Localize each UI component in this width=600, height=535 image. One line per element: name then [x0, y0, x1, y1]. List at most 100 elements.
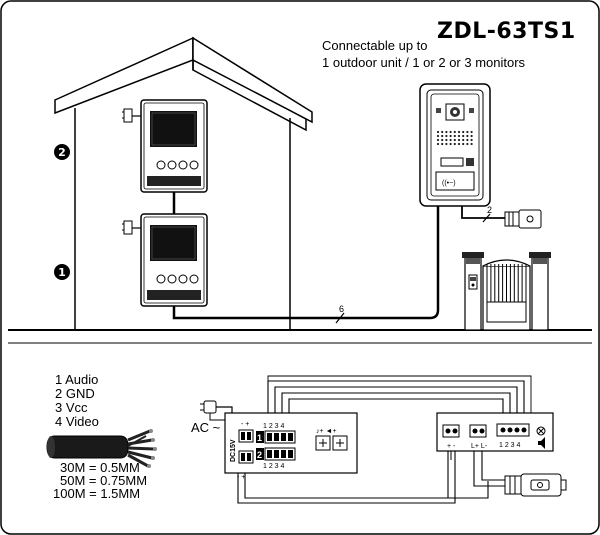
- grille-hole: [436, 142, 440, 146]
- grille-hole: [436, 134, 440, 138]
- grille-hole: [470, 142, 473, 146]
- grille-hole: [466, 130, 469, 134]
- grille-hole: [470, 130, 473, 134]
- length-row-30m: 30M = 0.5MM: [60, 460, 140, 475]
- monitor-marker-2-label: 2: [58, 146, 66, 159]
- monitor-marker-1-label: 1: [58, 266, 66, 279]
- cable-illustration: [46, 429, 157, 468]
- rfid-reader: [435, 171, 475, 191]
- grille-hole: [441, 134, 444, 138]
- terminal-block-1: [264, 430, 296, 444]
- grille-hole: [457, 130, 461, 134]
- speaker-icon: [538, 437, 545, 449]
- electric-lock-icon: [504, 209, 542, 229]
- bottom-pm-label: - +: [237, 474, 245, 481]
- grille-hole: [441, 142, 444, 146]
- grille-hole: [449, 138, 452, 142]
- house-illustration: [54, 36, 313, 330]
- terminal-block-2: [264, 447, 296, 461]
- outdoor-unit: ((•−): [419, 83, 491, 207]
- port-1-nums: 1 2 3 4: [263, 423, 285, 430]
- outdoor-pm-label: + -: [447, 443, 456, 450]
- legend-item-vcc: 3 Vcc: [55, 400, 88, 415]
- lock-wire-b: [481, 451, 505, 481]
- lock-cable-top: [461, 206, 505, 219]
- grille-hole: [445, 134, 448, 138]
- grille-hole: [453, 134, 456, 138]
- grille-hole: [445, 142, 448, 146]
- caption-line-2: 1 outdoor unit / 1 or 2 or 3 monitors: [322, 55, 526, 70]
- grille-hole: [436, 138, 440, 142]
- cable-slash: [335, 312, 345, 324]
- bus-wires: [267, 375, 532, 424]
- grille-hole: [457, 142, 461, 146]
- wire-legend: 1 Audio 2 GND 3 Vcc 4 Video: [55, 372, 99, 429]
- rfid-icon: ((•−): [442, 180, 456, 187]
- port-1-id: 1: [257, 433, 262, 443]
- grille-hole: [462, 142, 465, 146]
- grille-hole: [445, 130, 448, 134]
- cable-count-2: 2: [487, 205, 492, 215]
- lock-wire-a: [473, 451, 505, 487]
- length-row-100m: 100M = 1.5MM: [53, 486, 140, 501]
- grille-hole: [470, 138, 473, 142]
- legend-item-video: 4 Video: [55, 414, 99, 429]
- monitor-screen: [150, 111, 197, 147]
- grille-hole: [466, 138, 469, 142]
- outdoor-bus-terminal: [496, 423, 530, 437]
- length-row-50m: 50M = 0.75MM: [60, 473, 147, 488]
- monitor-speaker-grille: [147, 290, 201, 300]
- grille-hole: [449, 134, 452, 138]
- grille-hole: [445, 138, 448, 142]
- caption-line-1: Connectable up to: [322, 38, 428, 53]
- monitor-speaker-grille: [147, 176, 201, 186]
- power-plug-icon: [122, 220, 141, 235]
- grille-hole: [457, 138, 461, 142]
- outdoor-terminal-nums: 1 2 3 4: [499, 442, 521, 449]
- power-wire-outer: [237, 451, 456, 504]
- grille-hole: [441, 130, 444, 134]
- door-release-icon: ♪+ ◄+: [316, 428, 337, 435]
- name-plate: [440, 157, 464, 167]
- dc-pm-label: - +: [241, 421, 249, 428]
- outdoor-terminal-box: 1 2 3 4: [436, 412, 554, 452]
- legend-item-audio: 1 Audio: [55, 372, 98, 387]
- grille-hole: [462, 138, 465, 142]
- grille-hole: [453, 142, 456, 146]
- call-button: [466, 158, 474, 166]
- port-2-nums: 1 2 3 4: [263, 463, 285, 470]
- grille-hole: [462, 130, 465, 134]
- main-cable: [172, 205, 440, 320]
- monitor-screen: [150, 225, 197, 261]
- cable-count-6: 6: [339, 304, 344, 314]
- outdoor-lpm-label: L+ L-: [471, 443, 488, 450]
- indoor-monitor-upper: [140, 99, 208, 193]
- port-2-id: 2: [257, 450, 262, 460]
- electric-lock-icon-bottom: [504, 473, 567, 497]
- outdoor-speaker-grille: [436, 130, 473, 146]
- grille-hole: [453, 138, 456, 142]
- gate-illustration: [462, 252, 551, 331]
- cable-length-table: 30M = 0.5MM 50M = 0.75MM 100M = 1.5MM: [53, 460, 147, 501]
- monitor-buttons: [156, 274, 199, 284]
- ac-label: AC ~: [191, 420, 221, 435]
- legend-item-gnd: 2 GND: [55, 386, 95, 401]
- monitor-marker-2: 2: [54, 144, 70, 160]
- grille-hole: [457, 134, 461, 138]
- monitor-marker-1: 1: [54, 264, 70, 280]
- model-title: ZDL-63TS1: [437, 19, 576, 44]
- dc-label: DC15V: [230, 439, 237, 462]
- grille-hole: [449, 130, 452, 134]
- monitor-buttons: [156, 160, 199, 170]
- grille-hole: [449, 142, 452, 146]
- grille-hole: [466, 134, 469, 138]
- power-plug-icon: [122, 108, 141, 123]
- power-wire-bottom: [244, 473, 489, 499]
- grille-hole: [470, 134, 473, 138]
- monitor-terminal-box: DC15V - + 1 2 3 4 1 2 1 2 3 4 ♪+ ◄+: [224, 412, 358, 474]
- indoor-monitor-lower: [140, 213, 208, 307]
- grille-hole: [466, 142, 469, 146]
